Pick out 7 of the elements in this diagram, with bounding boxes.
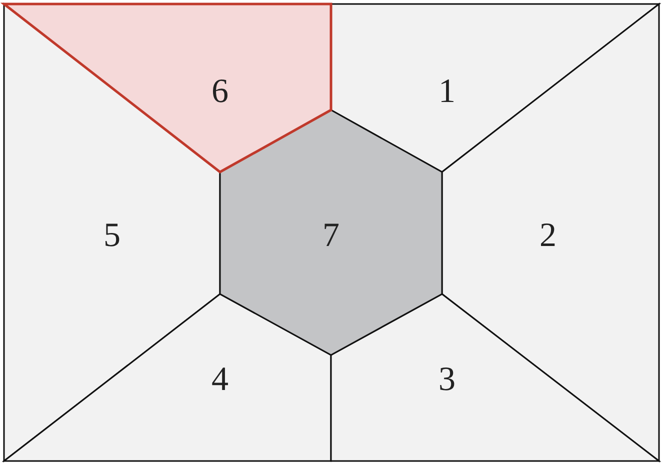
region-number: 5 (104, 219, 120, 253)
region-number: 6 (212, 75, 228, 109)
region-number: 1 (438, 75, 456, 109)
region-number: 4 (212, 363, 228, 397)
region-number: 7 (322, 219, 340, 253)
region-number: 2 (540, 219, 556, 253)
region-number: 3 (438, 363, 456, 397)
